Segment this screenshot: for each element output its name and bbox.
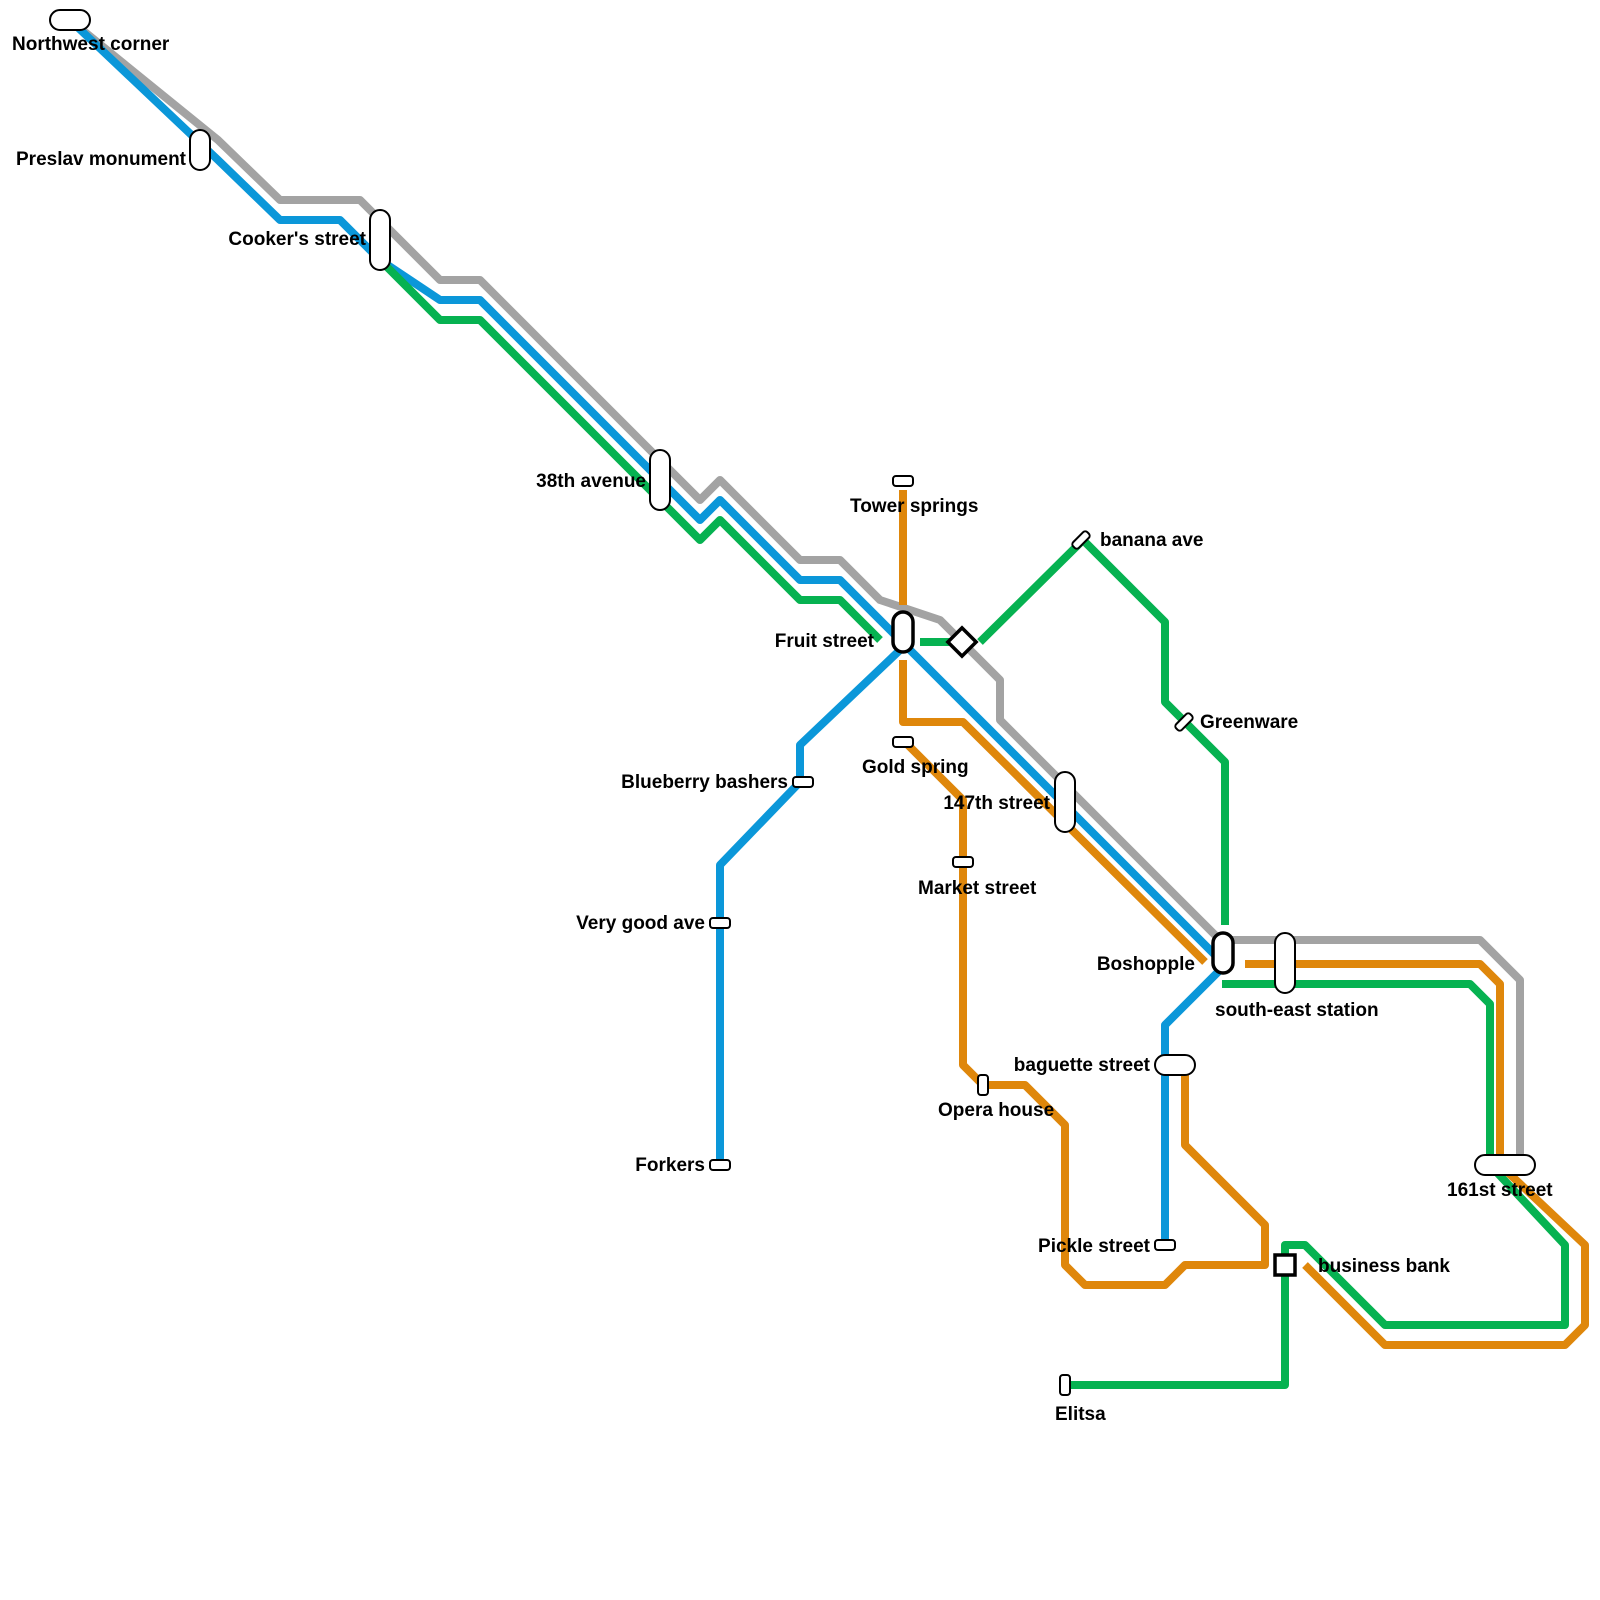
- station-business-bank[interactable]: [1273, 1253, 1297, 1277]
- blue-line-west-branch: [716, 647, 903, 1160]
- station-boshopple[interactable]: [1211, 931, 1235, 975]
- green-line-east: [977, 536, 1229, 925]
- station-northwest-corner[interactable]: [49, 9, 91, 31]
- label-cookers-street: Cooker's street: [228, 229, 366, 250]
- station-banana-ave[interactable]: [1071, 530, 1091, 550]
- label-banana-ave: banana ave: [1100, 530, 1204, 551]
- label-pickle-street: Pickle street: [1038, 1236, 1151, 1257]
- label-forkers: Forkers: [635, 1155, 705, 1176]
- label-38th-avenue: 38th avenue: [536, 471, 646, 492]
- label-opera-house: Opera house: [938, 1100, 1054, 1121]
- station-preslav-monument[interactable]: [189, 129, 211, 171]
- station-greenware[interactable]: [1174, 712, 1194, 732]
- label-boshopple: Boshopple: [1097, 954, 1195, 975]
- station-south-east-station[interactable]: [1274, 932, 1296, 994]
- orange-line: [899, 660, 1208, 965]
- station-38th-avenue[interactable]: [649, 449, 671, 511]
- station-147th-street[interactable]: [1054, 771, 1076, 833]
- station-blueberry-bashers[interactable]: [792, 776, 814, 788]
- station-pickle-street[interactable]: [1154, 1239, 1176, 1251]
- label-greenware: Greenware: [1200, 712, 1298, 733]
- station-very-good-ave[interactable]: [709, 917, 731, 929]
- station-market-street[interactable]: [952, 856, 974, 868]
- station-baguette-street[interactable]: [1154, 1054, 1196, 1076]
- label-northwest-corner: Northwest corner: [12, 34, 170, 55]
- green-line: [377, 257, 883, 643]
- station-opera-house[interactable]: [977, 1074, 989, 1096]
- label-tower-springs: Tower springs: [850, 496, 978, 517]
- station-fruit-street[interactable]: [891, 610, 915, 654]
- green-line-south: [1065, 980, 1569, 1389]
- label-market-street: Market street: [918, 878, 1037, 899]
- label-gold-spring: Gold spring: [862, 757, 969, 778]
- blue-line: [67, 17, 1223, 963]
- label-very-good-ave: Very good ave: [576, 913, 705, 934]
- station-forkers[interactable]: [709, 1159, 731, 1171]
- label-fruit-street: Fruit street: [775, 631, 875, 652]
- label-baguette-street: baguette street: [1014, 1055, 1151, 1076]
- station-gold-spring[interactable]: [892, 736, 914, 748]
- station-fruit-street-green[interactable]: [945, 625, 979, 659]
- station-elitsa[interactable]: [1059, 1374, 1071, 1396]
- label-business-bank: business bank: [1318, 1256, 1450, 1277]
- label-elitsa: Elitsa: [1055, 1404, 1106, 1425]
- station-tower-springs[interactable]: [892, 475, 914, 487]
- label-161st-street: 161st street: [1447, 1180, 1553, 1201]
- label-south-east-station: south-east station: [1215, 1000, 1379, 1021]
- orange-line-east: [1245, 960, 1589, 1349]
- orange-line-market: [900, 737, 1269, 1289]
- blue-line-south-branch: [1161, 967, 1223, 1245]
- label-147th-street: 147th street: [943, 793, 1050, 814]
- station-cookers-street[interactable]: [369, 209, 391, 271]
- label-blueberry-bashers: Blueberry bashers: [621, 772, 788, 793]
- label-preslav-monument: Preslav monument: [16, 149, 187, 170]
- station-161st-street[interactable]: [1474, 1154, 1536, 1176]
